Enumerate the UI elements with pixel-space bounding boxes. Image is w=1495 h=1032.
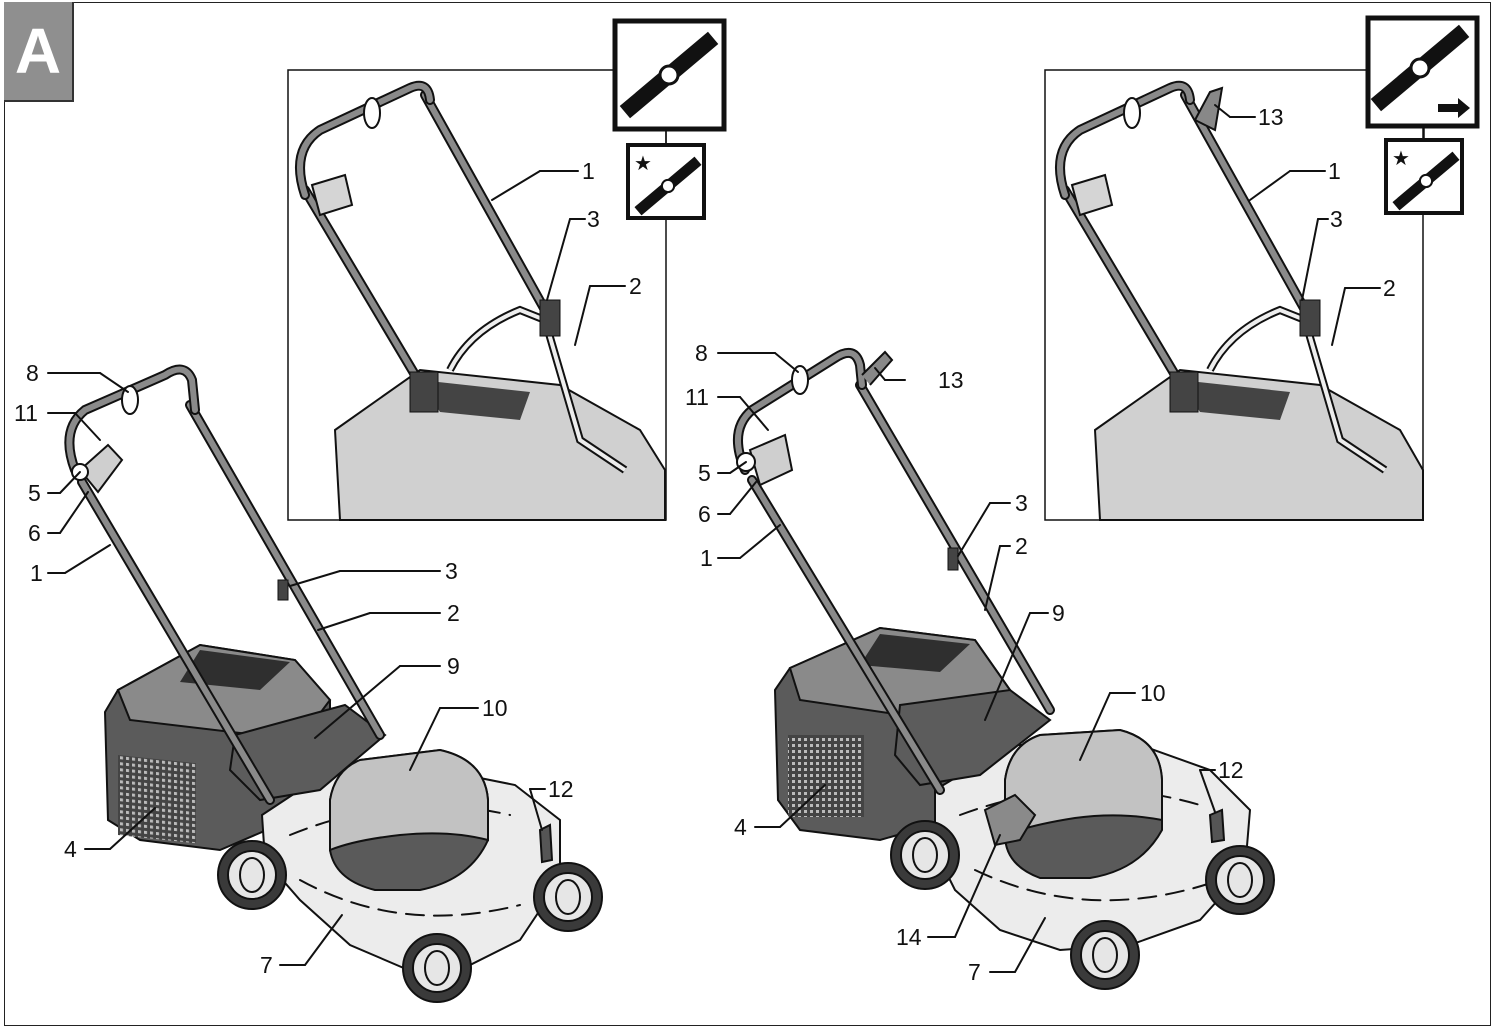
rear-flap-left bbox=[228, 703, 387, 802]
inset-left-callout-1: 1 bbox=[582, 158, 595, 184]
inset-right-callout-1: 1 bbox=[1328, 158, 1341, 184]
symbol-box-large-left bbox=[612, 18, 727, 132]
symbol-box-small-right: ★ bbox=[1384, 138, 1464, 215]
motor-cover-left bbox=[329, 748, 489, 891]
callout-10: 10 bbox=[482, 695, 508, 721]
handle-left bbox=[64, 364, 385, 805]
rear-flap-middle bbox=[893, 688, 1052, 787]
wheel-rear-left bbox=[217, 840, 287, 910]
mid-callout-9: 9 bbox=[1052, 600, 1065, 626]
mid-callout-4: 4 bbox=[734, 814, 747, 840]
inset-right-callout-2: 2 bbox=[1383, 275, 1396, 301]
mid-callout-5: 5 bbox=[698, 460, 711, 486]
leaders-inset-left bbox=[491, 170, 626, 346]
callouts-inset-right: 13 1 3 2 bbox=[1258, 104, 1396, 301]
inset-right-callout-3: 3 bbox=[1330, 206, 1343, 232]
callout-11: 11 bbox=[14, 400, 38, 426]
mid-callout-12: 12 bbox=[1218, 757, 1244, 783]
panel-badge: A bbox=[4, 2, 74, 102]
panel-letter: A bbox=[14, 15, 62, 87]
callout-8: 8 bbox=[26, 360, 39, 386]
callout-12: 12 bbox=[548, 776, 574, 802]
handle-middle bbox=[732, 347, 1055, 795]
inset-left-callout-2: 2 bbox=[629, 273, 642, 299]
inset-left bbox=[287, 69, 667, 521]
callout-2: 2 bbox=[447, 600, 460, 626]
callout-6: 6 bbox=[28, 520, 41, 546]
wheel-front-left-middle bbox=[1070, 920, 1140, 990]
symbol-box-large-right bbox=[1365, 15, 1480, 129]
wheel-rear-left-middle bbox=[890, 820, 960, 890]
leaders-middle bbox=[717, 352, 1216, 973]
callout-9: 9 bbox=[447, 653, 460, 679]
callouts-left: 8 11 5 6 1 3 2 9 10 12 4 7 bbox=[14, 360, 574, 978]
mower-left bbox=[64, 364, 603, 1003]
mid-callout-3: 3 bbox=[1015, 490, 1028, 516]
star-icon: ★ bbox=[634, 151, 652, 175]
mid-callout-1: 1 bbox=[700, 545, 713, 571]
callout-1: 1 bbox=[30, 560, 43, 586]
mid-callout-13: 13 bbox=[938, 367, 964, 393]
wheel-rear-right-middle bbox=[1205, 845, 1275, 915]
arrow-right-icon bbox=[1438, 98, 1470, 118]
star-icon-right: ★ bbox=[1392, 146, 1410, 170]
mid-callout-8: 8 bbox=[695, 340, 708, 366]
wheel-front-left bbox=[402, 933, 472, 1003]
mower-middle bbox=[732, 347, 1275, 990]
figure-frame bbox=[4, 2, 1491, 1026]
wheel-rear-right bbox=[533, 862, 603, 932]
callout-7: 7 bbox=[260, 952, 273, 978]
switch-box bbox=[983, 793, 1037, 847]
inset-right bbox=[1044, 69, 1424, 521]
callout-5: 5 bbox=[28, 480, 41, 506]
mid-callout-6: 6 bbox=[698, 501, 711, 527]
symbol-box-small-left: ★ bbox=[626, 143, 706, 220]
mid-callout-10: 10 bbox=[1140, 680, 1166, 706]
callouts-middle: 8 13 11 5 6 1 3 2 9 10 12 4 14 7 bbox=[685, 340, 1244, 985]
mid-callout-14: 14 bbox=[896, 924, 922, 950]
callouts-inset-left: 1 3 2 bbox=[582, 158, 642, 299]
mid-callout-11: 11 bbox=[685, 384, 709, 410]
leaders-inset-right bbox=[1214, 104, 1381, 346]
mid-callout-2: 2 bbox=[1015, 533, 1028, 559]
mid-callout-7: 7 bbox=[968, 959, 981, 985]
motor-cover-middle bbox=[1004, 728, 1163, 879]
leaders-left bbox=[47, 372, 546, 966]
callout-3: 3 bbox=[445, 558, 458, 584]
callout-4: 4 bbox=[64, 836, 77, 862]
inset-right-callout-13: 13 bbox=[1258, 104, 1284, 130]
inset-left-callout-3: 3 bbox=[587, 206, 600, 232]
